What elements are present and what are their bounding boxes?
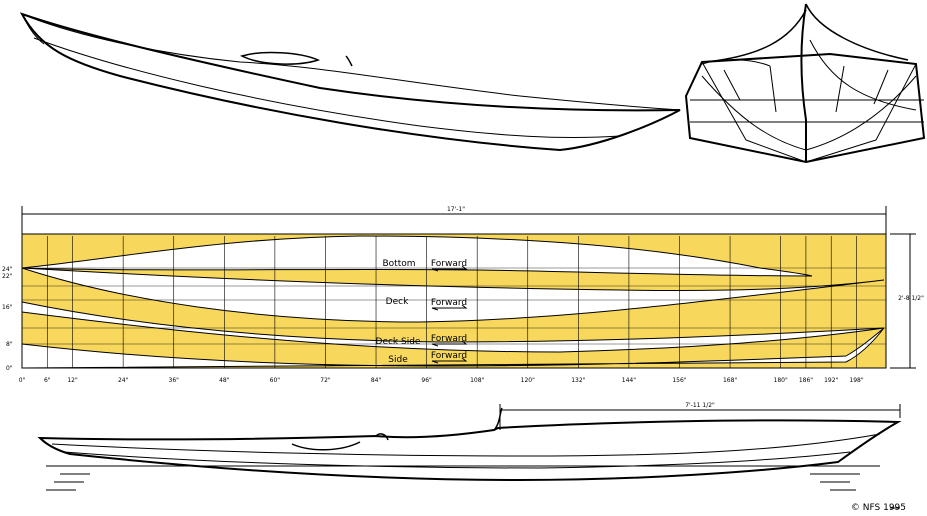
left-scale-label: 0" <box>6 365 13 372</box>
station-label: 186" <box>799 377 813 384</box>
forward-label: Forward <box>431 334 467 344</box>
forward-label: Forward <box>431 351 467 361</box>
station-label: 180" <box>774 377 788 384</box>
kayak-perspective-view <box>19 12 681 152</box>
station-labels: 0" 6" 12" 24" 36" 48" 60" 72" 84" 96" 108" 120" 132"… <box>19 377 864 384</box>
left-scale-label: 24" <box>2 266 13 273</box>
station-label: 72" <box>320 377 331 384</box>
station-label: 84" <box>371 377 382 384</box>
station-label: 108" <box>470 377 484 384</box>
station-label: 192" <box>824 377 838 384</box>
svg-text:Bottom: Bottom <box>382 259 415 269</box>
panel-layout-sheet: 17'-1" 2'-8 1/2" Bottom Forward Deck For… <box>2 206 924 384</box>
station-label: 198" <box>849 377 863 384</box>
width-dimension-label: 2'-8 1/2" <box>898 295 924 302</box>
station-label: 48" <box>219 377 230 384</box>
left-scale-label: 16" <box>2 304 13 311</box>
kayak-profile-view: 7'-11 1/2" <box>37 402 902 491</box>
station-label: 12" <box>67 377 78 384</box>
left-scale-label: 22" <box>2 273 13 280</box>
panel-label-bottom: Bottom Forward <box>382 259 468 272</box>
svg-text:Side: Side <box>388 355 408 365</box>
copyright-label: © NFS 1995 <box>851 503 906 513</box>
station-label: 120" <box>521 377 535 384</box>
kayak-end-view <box>684 3 926 164</box>
forward-label: Forward <box>431 298 467 308</box>
panel-label-deck-side: Deck Side Forward <box>376 334 468 347</box>
station-label: 0" <box>19 377 26 384</box>
station-label: 96" <box>421 377 432 384</box>
station-label: 6" <box>44 377 51 384</box>
overall-length-label: 17'-1" <box>447 206 465 213</box>
forward-label: Forward <box>431 259 467 269</box>
station-label: 36" <box>169 377 180 384</box>
left-scale-label: 8" <box>6 341 13 348</box>
station-label: 60" <box>270 377 281 384</box>
panel-label-side: Side Forward <box>388 351 468 365</box>
station-grid <box>21 236 886 368</box>
left-scale: 24" 22" 16" 8" 0" <box>2 266 13 372</box>
station-label: 156" <box>672 377 686 384</box>
station-label: 24" <box>118 377 129 384</box>
svg-text:Deck Side: Deck Side <box>376 337 421 347</box>
panel-label-deck: Deck Forward <box>386 297 468 311</box>
bottom-panel-shape <box>21 235 813 277</box>
station-label: 144" <box>622 377 636 384</box>
forward-section-length-label: 7'-11 1/2" <box>685 402 715 409</box>
station-label: 168" <box>723 377 737 384</box>
svg-text:Deck: Deck <box>386 297 409 307</box>
deck-panel-shape <box>21 267 885 323</box>
station-label: 132" <box>571 377 585 384</box>
